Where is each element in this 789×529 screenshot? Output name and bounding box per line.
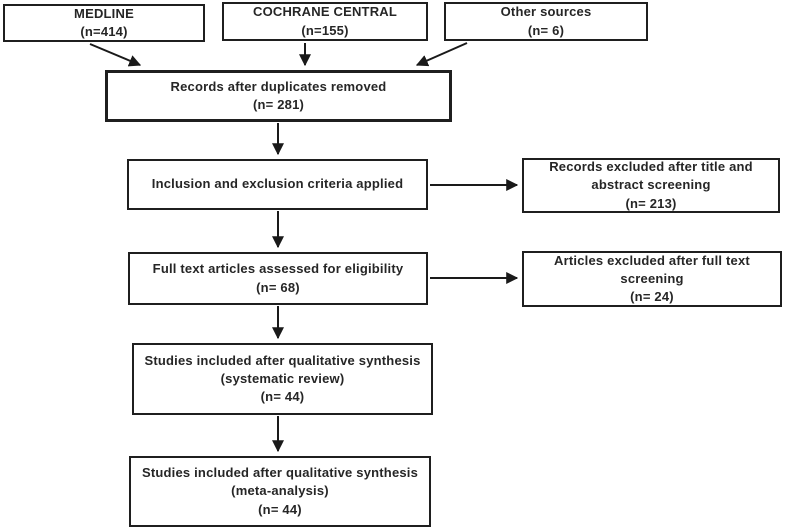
box-medline: MEDLINE (n=414) [3, 4, 205, 42]
box-qualitative-meta-count: (n= 44) [258, 501, 302, 517]
box-qualitative-systematic: Studies included after qualitative synth… [132, 343, 433, 415]
box-full-text-assessed: Full text articles assessed for eligibil… [128, 252, 428, 305]
box-medline-label: MEDLINE [74, 5, 134, 21]
box-excluded-title-abstract: Records excluded after title and abstrac… [522, 158, 780, 213]
box-cochrane-central-label: COCHRANE CENTRAL [252, 4, 398, 20]
box-records-after-duplicates-count: (n= 281) [252, 97, 305, 112]
arrow-other-to-records [415, 42, 468, 67]
box-cochrane-central: COCHRANE CENTRAL (n=155) [222, 2, 428, 41]
box-cochrane-central-count: (n=155) [301, 22, 349, 38]
box-criteria-applied: Inclusion and exclusion criteria applied [127, 159, 428, 210]
box-other-sources-count: (n= 6) [527, 22, 565, 38]
box-records-after-duplicates-label: Records after duplicates removed [170, 78, 387, 94]
box-other-sources-label: Other sources [500, 4, 592, 20]
arrow-medline-to-records [89, 43, 142, 67]
box-qualitative-meta-label: Studies included after qualitative synth… [141, 465, 419, 499]
box-qualitative-meta: Studies included after qualitative synth… [129, 456, 431, 527]
box-criteria-applied-label: Inclusion and exclusion criteria applied [151, 176, 404, 192]
box-excluded-title-abstract-count: (n= 213) [625, 195, 677, 211]
box-full-text-assessed-count: (n= 68) [256, 279, 300, 295]
box-excluded-title-abstract-label: Records excluded after title and abstrac… [549, 159, 753, 193]
box-other-sources: Other sources (n= 6) [444, 2, 648, 41]
box-excluded-full-text: Articles excluded after full text screen… [522, 251, 782, 307]
box-medline-count: (n=414) [80, 24, 128, 39]
box-full-text-assessed-label: Full text articles assessed for eligibil… [152, 261, 404, 277]
box-excluded-full-text-count: (n= 24) [630, 289, 674, 305]
box-excluded-full-text-label: Articles excluded after full text screen… [554, 252, 750, 286]
box-qualitative-systematic-count: (n= 44) [260, 389, 305, 405]
box-records-after-duplicates: Records after duplicates removed (n= 281… [105, 70, 452, 122]
box-qualitative-systematic-label: Studies included after qualitative synth… [144, 352, 421, 386]
